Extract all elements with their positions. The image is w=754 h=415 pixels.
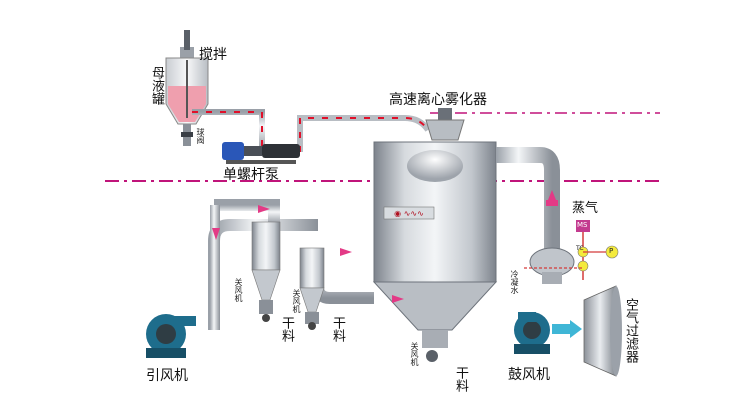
airlock-2-label: 关风机 [292,289,301,313]
airlock-1-label: 关风机 [234,278,243,302]
induced-fan-icon [146,314,196,358]
blower-icon [514,312,550,354]
stirrer-label: 搅拌 [199,47,227,63]
airlock-3-label: 关风机 [410,342,419,366]
dry-material-2-label: 干料 [330,316,345,342]
stirrer-icon [184,30,190,50]
dry-material-3-label: 干料 [453,366,468,392]
cyclone-1 [251,221,281,322]
mother-liquor-tank [165,30,209,146]
induced-fan-label: 引风机 [146,368,188,384]
blower-label: 鼓风机 [508,367,550,383]
steam-label: 蒸气 [572,201,599,216]
ms-label: MS [577,221,588,229]
atomizer [425,108,465,141]
atomizer-label: 高速离心雾化器 [389,92,487,108]
ball-valve-label: 球阀 [196,128,205,144]
p-label: P [609,247,614,255]
air-inflow-arrow [552,320,582,338]
screw-pump-label: 单螺杆泵 [223,167,279,183]
cyclone-2 [299,247,325,330]
hot-air-duct [496,147,575,284]
mother-liquor-tank-label: 母液罐 [149,66,164,105]
cooling-water-label: 冷凝水 [510,270,519,294]
drying-tower: ◉ ∿∿∿ [372,141,498,362]
steam-heater-icon [524,220,619,280]
tower-nameplate-mark: ◉ ∿∿∿ [394,209,424,218]
dry-material-1-label: 干料 [279,316,294,342]
air-filter-label: 空气过滤器 [623,298,638,363]
screw-pump-icon [222,142,300,164]
tc-label: TC [576,245,584,252]
air-filter-icon [583,285,622,377]
